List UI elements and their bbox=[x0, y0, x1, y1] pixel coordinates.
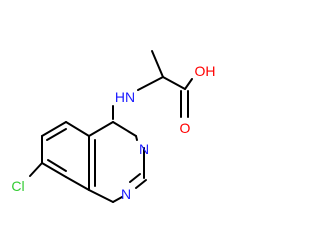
atom-label-n-bottom: N bbox=[121, 186, 131, 202]
bond-c7-c8-inner bbox=[47, 159, 67, 172]
bond-c4-c4a bbox=[88, 121, 114, 137]
bond-c8a-n1 bbox=[88, 189, 114, 203]
atom-label-o: O bbox=[180, 120, 191, 136]
bond-c7-cl bbox=[29, 162, 43, 177]
bond-methyl bbox=[151, 50, 164, 78]
bond-c7-c8 bbox=[41, 162, 67, 178]
bond-c4-n3 bbox=[112, 121, 137, 137]
atom-labels: HN OH O N N Cl bbox=[11, 63, 215, 202]
atom-label-oh: OH bbox=[195, 63, 216, 79]
bond-alpha-carboxyl bbox=[162, 76, 186, 90]
bond-c4a-c5 bbox=[65, 121, 90, 137]
bonds bbox=[29, 50, 193, 203]
atom-label-n-top: N bbox=[139, 141, 149, 157]
bond-c2-n1 bbox=[135, 179, 147, 189]
bond-c5-c6-inner bbox=[46, 128, 67, 141]
bond-c-oh bbox=[184, 78, 193, 90]
molecule-structure: HN OH O N N Cl bbox=[11, 50, 216, 203]
bond-c5-c6 bbox=[41, 121, 67, 137]
bond-c4-n3-top bbox=[135, 135, 138, 141]
atom-label-hn: HN bbox=[115, 89, 135, 105]
structure-svg: HN OH O N N Cl bbox=[11, 50, 216, 203]
atom-label-cl: Cl bbox=[11, 178, 24, 194]
bond-c2-n1-inner bbox=[129, 173, 141, 183]
bond-c8-c8a bbox=[65, 176, 90, 191]
bond-alpha-nh bbox=[137, 76, 164, 91]
bond-n1-c8a bbox=[112, 196, 123, 203]
